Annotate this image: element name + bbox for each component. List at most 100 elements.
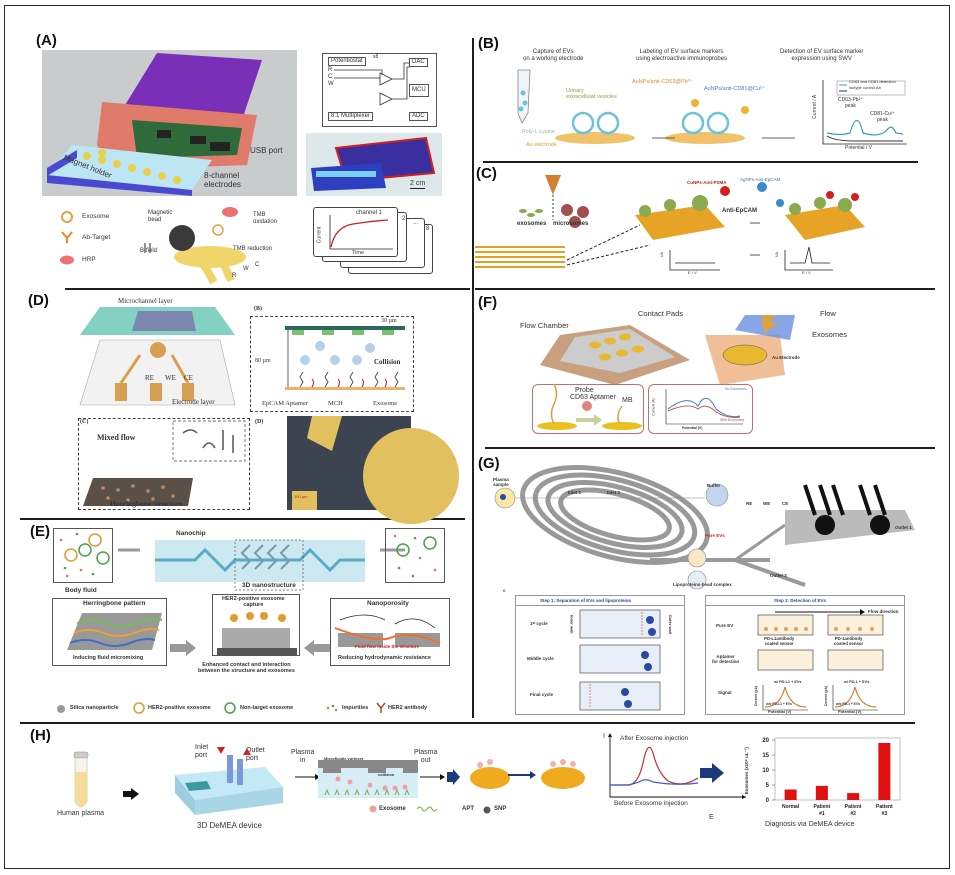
g-re-label: RE	[746, 501, 753, 506]
pure-ev-label: Pure EV	[716, 623, 734, 628]
inlet-port-label: Inlet port	[195, 744, 209, 760]
i-axis-label: I	[603, 733, 605, 740]
inlet-1-label: Inlet 1	[568, 490, 582, 495]
subpanel-d-b	[250, 316, 414, 412]
flow-label: Flow	[820, 309, 836, 318]
inlet-2-label: Inlet 2	[607, 490, 621, 495]
arrow-right-icon	[170, 640, 196, 656]
probe-cd63-label: AuNPs/anti-CD63@Pb²⁺	[632, 79, 693, 85]
reducing-label: Reducing hydrodynamic resistance	[338, 655, 431, 661]
aptamer-box	[532, 384, 644, 434]
outlet-1-label: Outlet 1	[895, 525, 912, 530]
legend-snp: SNP	[494, 806, 507, 812]
magnetic-bead-label: Magnetic bead	[148, 210, 173, 223]
chip-layers	[79, 307, 236, 406]
f-current-plot	[665, 389, 743, 425]
step1-title: Step 1: Separation of EVs and lipoprotei…	[540, 598, 632, 603]
dim-80um: 80 µm	[255, 358, 271, 364]
flow-chamber-label: Flow Chamber	[520, 321, 569, 330]
usb-port-label: USB port	[250, 146, 283, 155]
flow-chamber-illustration	[540, 315, 795, 385]
legend-her2-antibody: HER2 antibody	[388, 705, 428, 711]
electrode-binding	[470, 759, 585, 789]
bar-3	[878, 743, 891, 800]
we-label: WE	[165, 374, 176, 382]
arrow-right-icon	[700, 763, 724, 783]
re-label: RE	[145, 374, 154, 382]
output-fluid-box	[385, 528, 445, 583]
contact-pads-label: Contact Pads	[638, 309, 684, 318]
tmb-reduction-label: TMB reduction	[233, 246, 273, 252]
c-label: C	[328, 74, 333, 80]
before-injection-line	[610, 779, 699, 786]
probe-cd81-label: AuNPs/anti-CD81@Cu²⁺	[704, 86, 765, 92]
no-exosomes-label: No Exosomes	[725, 387, 747, 391]
electrode-layer-label: Electrode layer	[172, 398, 215, 406]
step2-title: Step 2: Detection of EVs	[774, 598, 827, 603]
silica-nanoparticle-icon	[57, 705, 65, 713]
swv-legend-2: Isotype control Ab	[849, 85, 881, 90]
au-electrode-label: Au Electrode	[772, 355, 800, 360]
nanoporosity-box	[330, 598, 450, 666]
herringbone-label: Herringbone structure	[110, 499, 183, 508]
panel-label-f: (F)	[478, 294, 498, 311]
dac-label: DAC	[409, 58, 428, 67]
mixed-flow-label: Mixed flow	[97, 433, 136, 442]
spiral-chip	[494, 465, 915, 590]
with-exosomes-line	[667, 405, 741, 418]
after-injection-line	[610, 746, 699, 786]
signal-plot	[608, 733, 746, 799]
herringbone-pattern-label: Herringbone pattern	[83, 600, 146, 607]
panel-label-d: (D)	[28, 292, 49, 309]
herringbone-illustration	[83, 420, 246, 506]
vortexer-label: Microfluidic vortexer	[324, 756, 364, 761]
scale-100um: 100 µm	[294, 494, 308, 499]
electrode-c-label: C	[255, 262, 260, 268]
nanostructure-label: 3D nanostructure	[242, 582, 296, 589]
tube-icon	[517, 69, 531, 124]
antibody-icon	[61, 231, 73, 243]
impurities-icon	[326, 704, 338, 712]
g-ylabel-1: Current (µA)	[754, 685, 759, 707]
arrow-right-icon	[530, 771, 536, 779]
channel-1-label: channel 1	[356, 210, 383, 216]
lipoprotein-label: Lipoproteins-bead complex	[673, 582, 732, 587]
g-we-label: WE	[763, 501, 771, 506]
nanoporosity-label: Nanoporosity	[367, 600, 409, 607]
y-tick-label: 5	[766, 783, 770, 789]
panel-label-e: (E)	[30, 523, 50, 540]
divider-e-h	[20, 722, 915, 724]
human-plasma-label: Human plasma	[57, 810, 105, 817]
herringbone-pattern-box	[52, 598, 167, 666]
circuit-wires	[334, 62, 410, 106]
cycle-final-label: Final cycle	[530, 692, 554, 697]
x-tick-label: Normal	[782, 804, 800, 810]
microsomes-label: microsomes	[553, 221, 589, 227]
legend-her2-exosome: HER2-positive exosome	[148, 705, 211, 711]
bar-2	[847, 793, 860, 800]
subpanel-d-c	[78, 418, 250, 510]
legend-silica: Silica nanoparticle	[70, 705, 119, 711]
nanoporosity-illustration	[334, 614, 441, 647]
signal-pd1-label: w/ PD-1 + EVs	[844, 680, 870, 684]
swv-signal-line	[826, 119, 904, 136]
output-fluid-particles	[393, 534, 437, 578]
arrow-right-icon	[123, 788, 139, 800]
plasma-in-label: Plasma in	[291, 749, 315, 765]
g-ylabel-2: Current (µA)	[824, 685, 829, 707]
panel-label-c: (C)	[476, 165, 497, 182]
plasma-tube-icon	[73, 751, 89, 808]
divider-f-g	[485, 447, 935, 449]
peak-cd63-label: CD63-Pb²⁺ peak	[838, 97, 863, 109]
x-tick-label: Patient	[876, 804, 893, 810]
body-fluid-label: Body fluid	[65, 587, 97, 594]
x-tick-label: Patient	[845, 804, 862, 810]
micromixing-illustration	[67, 613, 163, 650]
x-tick-label: #1	[819, 811, 825, 817]
purple-lid	[122, 53, 262, 120]
arrow-right-icon	[447, 769, 460, 785]
aptamer-illustration	[537, 383, 642, 430]
capture-illustration	[517, 69, 795, 144]
demea-device	[175, 747, 283, 815]
